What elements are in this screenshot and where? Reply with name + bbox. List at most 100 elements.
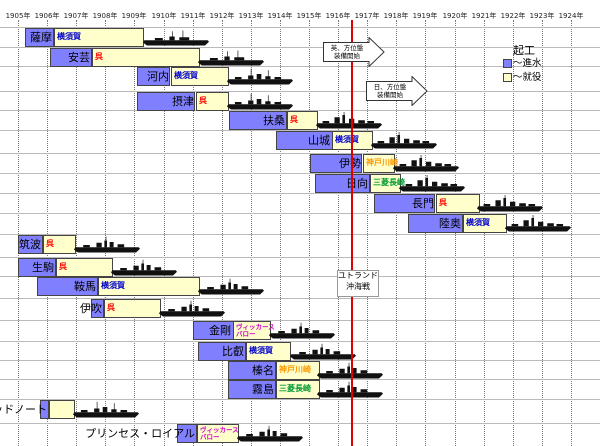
shipyard-label: 横須賀: [174, 71, 198, 80]
shipyard-label: 横須賀: [249, 346, 273, 355]
ship-name: 安芸: [68, 51, 90, 64]
shipyard-label: ヴィッカースバロー: [200, 426, 239, 442]
year-gridline: [222, 20, 223, 446]
ship-fitting-bar: [363, 154, 395, 173]
row-separator: [0, 173, 600, 174]
ship-construction-bar: [25, 28, 54, 47]
ship-silhouette: [143, 29, 209, 47]
ship-name: 比叡: [222, 345, 244, 358]
ship-construction-bar: [229, 111, 287, 130]
legend-swatch-blue: [503, 59, 512, 68]
ship-name: 長門: [412, 197, 434, 210]
ship-name: 榛名: [252, 364, 274, 377]
ship-fitting-bar: [233, 321, 271, 340]
ship-name: 扶桑: [263, 114, 285, 127]
row-separator: [0, 66, 600, 67]
year-label: 1912年: [209, 12, 235, 20]
year-gridline: [571, 20, 572, 446]
jutland-label: ユトランド沖海戦: [337, 270, 379, 297]
legend-swatch-yellow: [503, 73, 512, 82]
ship-silhouette: [73, 401, 139, 419]
ship-fitting-bar: [276, 380, 320, 399]
ship-silhouette: [399, 175, 465, 193]
ship-fitting-bar: [196, 92, 229, 111]
year-label: 1909年: [121, 12, 147, 20]
year-label: 1916年: [325, 12, 351, 20]
japan-director-arrow: 日、方位盤装備開始: [366, 75, 428, 107]
ship-name: 河内: [147, 70, 169, 83]
jutland-line: [351, 20, 353, 446]
arrow-text: 英、方位盤装備開始: [325, 44, 369, 60]
ship-name: 生駒: [32, 261, 54, 274]
year-gridline: [455, 20, 456, 446]
year-gridline: [513, 20, 514, 446]
year-gridline: [47, 20, 48, 446]
ship-silhouette: [317, 381, 383, 399]
ship-silhouette: [269, 322, 335, 340]
row-separator: [0, 193, 600, 194]
row-separator: [0, 153, 600, 154]
year-label: 1914年: [267, 12, 293, 20]
row-separator: [0, 399, 600, 400]
shipyard-label: 呉: [46, 239, 54, 248]
ship-construction-bar: [228, 361, 276, 380]
ship-silhouette: [227, 68, 293, 86]
row-separator: [0, 130, 600, 131]
shipyard-label: 呉: [107, 303, 115, 312]
year-label: 1911年: [180, 12, 206, 20]
year-gridline: [164, 20, 165, 446]
ship-silhouette: [393, 155, 459, 173]
ship-construction-bar: [40, 400, 49, 419]
year-gridline: [338, 20, 339, 446]
year-label: 1910年: [151, 12, 177, 20]
ship-construction-bar: [374, 194, 435, 213]
shipyard-label: 横須賀: [57, 32, 81, 41]
ship-fitting-bar: [98, 277, 200, 296]
ship-fitting-bar: [276, 361, 320, 380]
ship-name: 伊勢: [339, 157, 361, 170]
year-label: 1906年: [34, 12, 60, 20]
ship-name: 伊吹: [80, 302, 102, 315]
ship-silhouette: [227, 93, 293, 111]
ship-construction-bar: [137, 67, 170, 86]
ship-name: 筑波: [19, 238, 41, 251]
year-label: 1905年: [5, 12, 31, 20]
row-separator: [0, 27, 600, 28]
row-separator: [0, 320, 600, 321]
ship-silhouette: [316, 112, 382, 130]
year-gridline: [484, 20, 485, 446]
year-gridline: [425, 20, 426, 446]
year-gridline: [367, 20, 368, 446]
ship-silhouette: [159, 300, 225, 318]
year-gridline: [193, 20, 194, 446]
ship-silhouette: [371, 132, 437, 150]
shipyard-label: 呉: [290, 115, 298, 124]
shipyard-label: 呉: [95, 52, 103, 61]
arrow-text-line1: 英、方位盤: [330, 44, 364, 52]
ship-name: 霧島: [252, 383, 274, 396]
year-gridline: [280, 20, 281, 446]
ship-name: 鞍馬: [74, 280, 96, 293]
jutland-label-line1: ユトランド: [338, 271, 378, 280]
shipyard-label: 呉: [199, 96, 207, 105]
shipyard-label: 横須賀: [466, 218, 490, 227]
ship-construction-bar: [315, 174, 370, 193]
shipyard-label: 横須賀: [101, 281, 125, 290]
year-label: 1908年: [92, 12, 118, 20]
year-gridline: [18, 20, 19, 446]
shipyard-label: 三菱長崎: [373, 178, 405, 187]
row-separator: [0, 298, 600, 299]
ship-name: 摂津: [172, 95, 194, 108]
ship-fitting-bar: [197, 424, 239, 443]
shipyard-label: 呉: [439, 198, 447, 207]
ship-silhouette: [477, 195, 543, 213]
ship-fitting-bar: [246, 342, 291, 361]
year-label: 1920年: [442, 12, 468, 20]
year-label: 1919年: [412, 12, 438, 20]
ship-silhouette: [290, 343, 356, 361]
ship-fitting-bar: [56, 258, 113, 277]
year-gridline: [76, 20, 77, 446]
ship-fitting-bar: [104, 299, 161, 318]
ship-name: 金剛: [209, 324, 231, 337]
ship-silhouette: [237, 425, 303, 443]
